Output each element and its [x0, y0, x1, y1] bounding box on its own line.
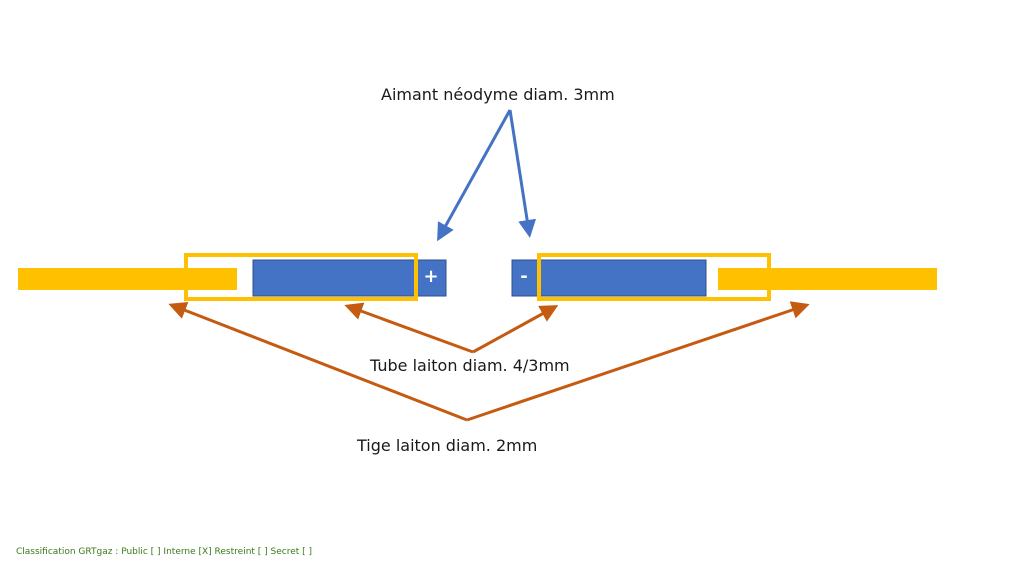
left-tube — [184, 253, 418, 301]
right-magnet — [511, 259, 707, 297]
classification-footer: Classification GRTgaz : Public [ ] Inter… — [16, 547, 313, 557]
rod-arrow-left — [168, 301, 468, 422]
tube-label: Tube laiton diam. 4/3mm — [370, 356, 570, 375]
left-rod — [18, 268, 237, 290]
minus-sign: - — [520, 266, 528, 287]
right-tube — [537, 253, 771, 301]
magnet-label: Aimant néodyme diam. 3mm — [381, 85, 615, 104]
magnet-arrow-right — [508, 109, 537, 238]
plus-sign: + — [423, 266, 439, 287]
tube-arrow-left — [344, 302, 474, 354]
left-magnet — [252, 259, 447, 297]
rod-arrow-right — [466, 301, 810, 422]
tube-arrow-right — [472, 305, 559, 354]
rod-label: Tige laiton diam. 2mm — [357, 436, 538, 455]
right-rod — [718, 268, 937, 290]
magnet-arrow-left — [437, 109, 512, 242]
